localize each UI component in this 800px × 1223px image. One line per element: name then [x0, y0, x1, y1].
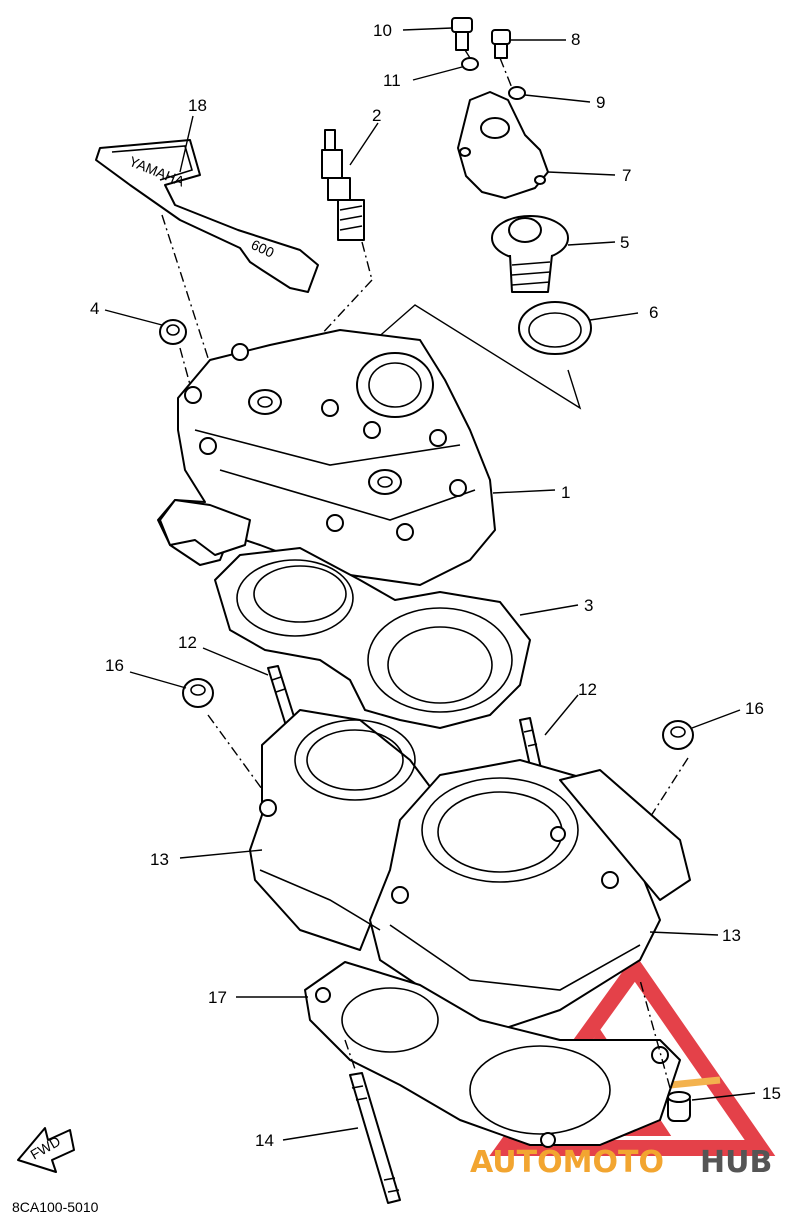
o-ring [374, 301, 639, 410]
thermostat-cover [457, 91, 616, 199]
fwd-arrow-icon: FWD [17, 1127, 75, 1173]
callout-3: 3 [584, 596, 593, 615]
base-gasket [236, 961, 681, 1148]
callout-16-left: 16 [105, 656, 124, 675]
callout-4: 4 [90, 299, 99, 318]
callout-12-right: 12 [578, 680, 597, 699]
long-stud [282, 1039, 401, 1204]
callout-5: 5 [620, 233, 629, 252]
callout-labels: 1 2 3 4 5 6 7 8 9 10 11 12 12 13 13 14 1… [90, 21, 781, 1150]
bolts-top [402, 17, 591, 103]
cylinder-head [157, 329, 556, 586]
watermark-text: AUTOMOTO HUB [470, 1145, 772, 1180]
callout-16-right: 16 [745, 699, 764, 718]
head-gasket [214, 547, 579, 729]
watermark-part1: AUTOMOTO [470, 1145, 664, 1180]
callout-12-left: 12 [178, 633, 197, 652]
thermostat [491, 215, 616, 293]
callout-7: 7 [622, 166, 631, 185]
callout-11: 11 [383, 71, 401, 90]
callout-9: 9 [596, 93, 605, 112]
callout-1: 1 [561, 483, 570, 502]
emblem-plate: YAMAHA 600 [95, 115, 319, 421]
callout-17: 17 [208, 988, 227, 1007]
callout-2: 2 [372, 106, 381, 125]
part-code: 8CA100-5010 [12, 1199, 99, 1215]
callout-13-left: 13 [150, 850, 169, 869]
callout-15: 15 [762, 1084, 781, 1103]
callout-6: 6 [649, 303, 658, 322]
watermark-part2: HUB [700, 1145, 772, 1180]
callout-10: 10 [373, 21, 392, 40]
head-nut [104, 309, 193, 393]
callout-13-right: 13 [722, 926, 741, 945]
dowel-pin [639, 979, 756, 1122]
callout-8: 8 [571, 30, 580, 49]
cylinders [179, 709, 719, 1031]
spark-plug [264, 122, 379, 396]
callout-18: 18 [188, 96, 207, 115]
callout-14: 14 [255, 1131, 274, 1150]
